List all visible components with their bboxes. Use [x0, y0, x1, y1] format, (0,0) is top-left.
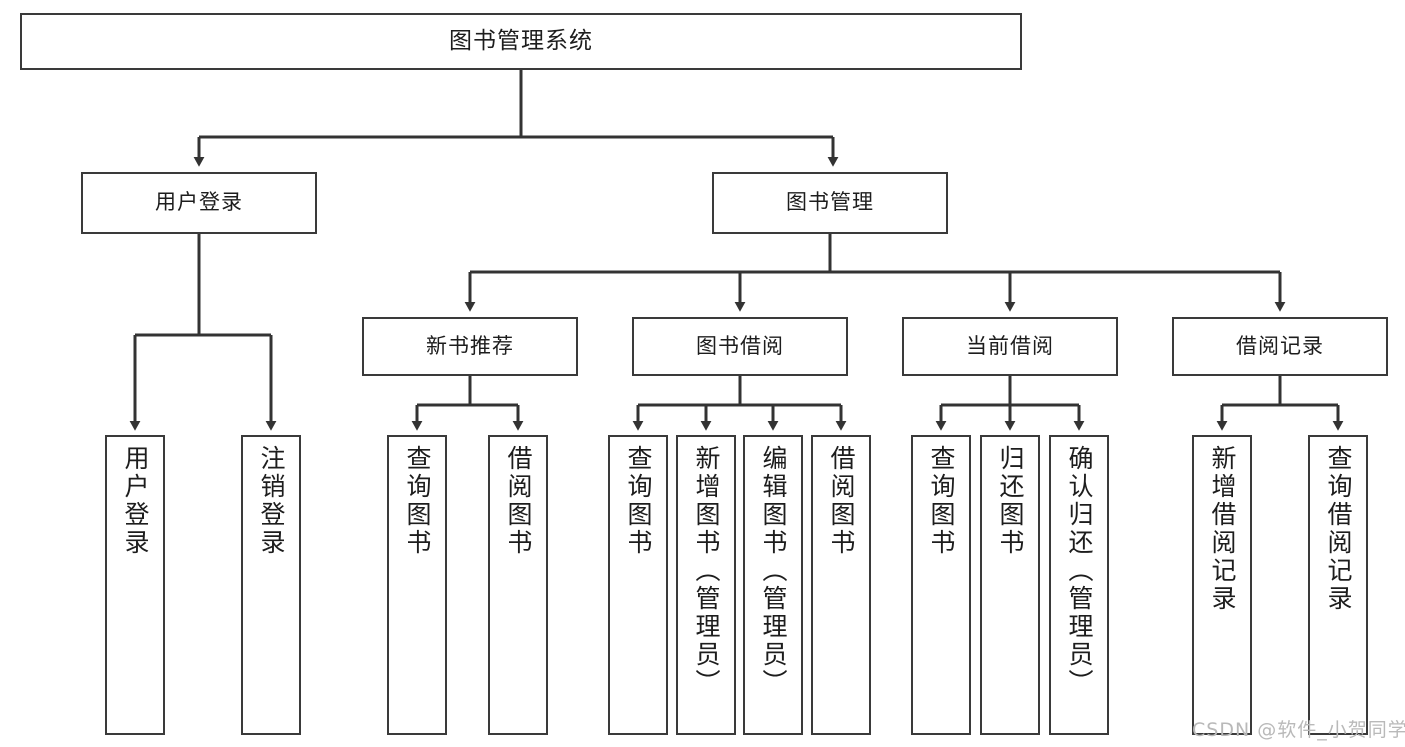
- node-new-book-recommend-label: 新书推荐: [426, 333, 514, 358]
- leaf-current-borrow-confirm[interactable]: 确认归还（管理员）: [1049, 435, 1109, 735]
- leaf-current-borrow-return[interactable]: 归还图书: [980, 435, 1040, 735]
- node-root[interactable]: 图书管理系统: [20, 13, 1022, 70]
- leaf-label: 查询图书: [927, 445, 956, 557]
- node-user-login[interactable]: 用户登录: [81, 172, 317, 234]
- node-borrow-record[interactable]: 借阅记录: [1172, 317, 1388, 376]
- leaf-book-borrow-edit[interactable]: 编辑图书（管理员）: [743, 435, 803, 735]
- leaf-book-borrow-query[interactable]: 查询图书: [608, 435, 668, 735]
- leaf-label: 借阅图书: [504, 445, 533, 557]
- leaf-label: 编辑图书（管理员）: [759, 445, 788, 697]
- node-borrow-record-label: 借阅记录: [1236, 333, 1324, 358]
- csdn-watermark: CSDN @软件_小贺同学: [1192, 719, 1405, 741]
- leaf-label: 查询借阅记录: [1324, 445, 1353, 613]
- node-user-login-label: 用户登录: [155, 190, 243, 215]
- node-book-management[interactable]: 图书管理: [712, 172, 948, 234]
- leaf-label: 注销登录: [257, 445, 286, 557]
- node-book-borrow[interactable]: 图书借阅: [632, 317, 848, 376]
- node-new-book-recommend[interactable]: 新书推荐: [362, 317, 578, 376]
- leaf-label: 新增图书（管理员）: [692, 445, 721, 697]
- node-current-borrow-label: 当前借阅: [966, 333, 1054, 358]
- node-book-borrow-label: 图书借阅: [696, 333, 784, 358]
- leaf-label: 确认归还（管理员）: [1065, 445, 1094, 697]
- node-root-label: 图书管理系统: [449, 27, 593, 54]
- leaf-label: 归还图书: [996, 445, 1025, 557]
- leaf-current-borrow-query[interactable]: 查询图书: [911, 435, 971, 735]
- leaf-label: 借阅图书: [827, 445, 856, 557]
- leaf-label: 用户登录: [121, 445, 150, 557]
- leaf-new-book-borrow[interactable]: 借阅图书: [488, 435, 548, 735]
- leaf-label: 新增借阅记录: [1208, 445, 1237, 613]
- leaf-label: 查询图书: [403, 445, 432, 557]
- node-current-borrow[interactable]: 当前借阅: [902, 317, 1118, 376]
- leaf-borrow-record-add[interactable]: 新增借阅记录: [1192, 435, 1252, 735]
- node-book-management-label: 图书管理: [786, 190, 874, 215]
- leaf-book-borrow-add[interactable]: 新增图书（管理员）: [676, 435, 736, 735]
- leaf-user-login-login[interactable]: 用户登录: [105, 435, 165, 735]
- leaf-new-book-query[interactable]: 查询图书: [387, 435, 447, 735]
- leaf-user-login-logout[interactable]: 注销登录: [241, 435, 301, 735]
- leaf-label: 查询图书: [624, 445, 653, 557]
- leaf-book-borrow-borrow[interactable]: 借阅图书: [811, 435, 871, 735]
- leaf-borrow-record-query[interactable]: 查询借阅记录: [1308, 435, 1368, 735]
